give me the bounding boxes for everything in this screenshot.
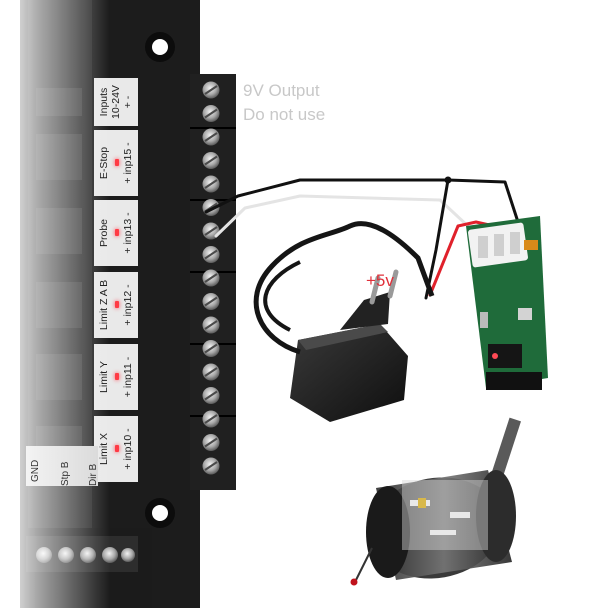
screw-slot xyxy=(204,461,218,471)
terminal-name: Limit Y xyxy=(98,361,110,393)
adapter-cable xyxy=(253,221,435,355)
screw-slot xyxy=(204,249,218,260)
wire-black-probe xyxy=(204,178,520,224)
terminal-pins: + inp11 - xyxy=(122,356,134,398)
screw-slot xyxy=(204,108,218,119)
pin-label-stp-b: Stp B xyxy=(60,461,71,486)
pin-label-dir-b: Dir B xyxy=(88,463,99,486)
supply-voltage-label: +5v xyxy=(366,271,394,290)
screw-slot xyxy=(204,273,218,283)
screw-slot xyxy=(204,367,218,377)
terminal-screws xyxy=(202,81,220,475)
screw-slot xyxy=(204,437,218,448)
status-led xyxy=(115,301,119,309)
screw-slot xyxy=(204,226,218,236)
bottom-pin-labels: GND Stp B Dir B xyxy=(22,456,108,486)
screw-slot xyxy=(204,343,218,354)
terminal-pins: + inp15 - xyxy=(122,142,134,184)
pin-label-gnd: GND xyxy=(30,459,41,482)
screw-slot xyxy=(204,132,218,142)
terminal-label-1: E-Stop + inp15 - xyxy=(88,133,144,193)
terminal-label-3: Limit Z A B + inp12 - xyxy=(88,275,144,335)
status-led xyxy=(115,445,119,453)
screw-slot xyxy=(204,390,218,401)
terminal-pins: + inp10 - xyxy=(122,428,134,470)
screw-slot xyxy=(204,179,218,189)
terminal-pins: 10-24V xyxy=(110,85,122,119)
note-do-not-use: Do not use xyxy=(243,105,326,124)
wire-junction xyxy=(444,176,452,184)
screw-slot xyxy=(204,296,218,307)
terminal-label-2: Probe + inp13 - xyxy=(88,203,144,263)
probe-pcb xyxy=(466,216,548,390)
status-led xyxy=(115,159,119,167)
terminal-pins: + inp12 - xyxy=(122,284,134,326)
status-led xyxy=(115,373,119,381)
board-fade xyxy=(0,0,110,608)
status-led xyxy=(115,229,119,237)
terminal-polarity: + - xyxy=(122,95,134,109)
terminal-label-4: Limit Y + inp11 - xyxy=(88,347,144,407)
terminal-name: E-Stop xyxy=(98,146,110,180)
screw-slot xyxy=(204,85,218,95)
terminal-name: Limit Z A B xyxy=(98,279,110,331)
note-output: 9V Output xyxy=(243,81,320,100)
touch-probe xyxy=(350,417,521,586)
screw-slot xyxy=(204,320,218,330)
terminal-pins: + inp13 - xyxy=(122,212,134,254)
terminal-name: Probe xyxy=(98,218,110,248)
screw-slot xyxy=(204,155,218,166)
terminal-name: Inputs xyxy=(98,87,110,117)
power-adapter xyxy=(253,221,435,422)
screw-slot xyxy=(204,414,218,424)
